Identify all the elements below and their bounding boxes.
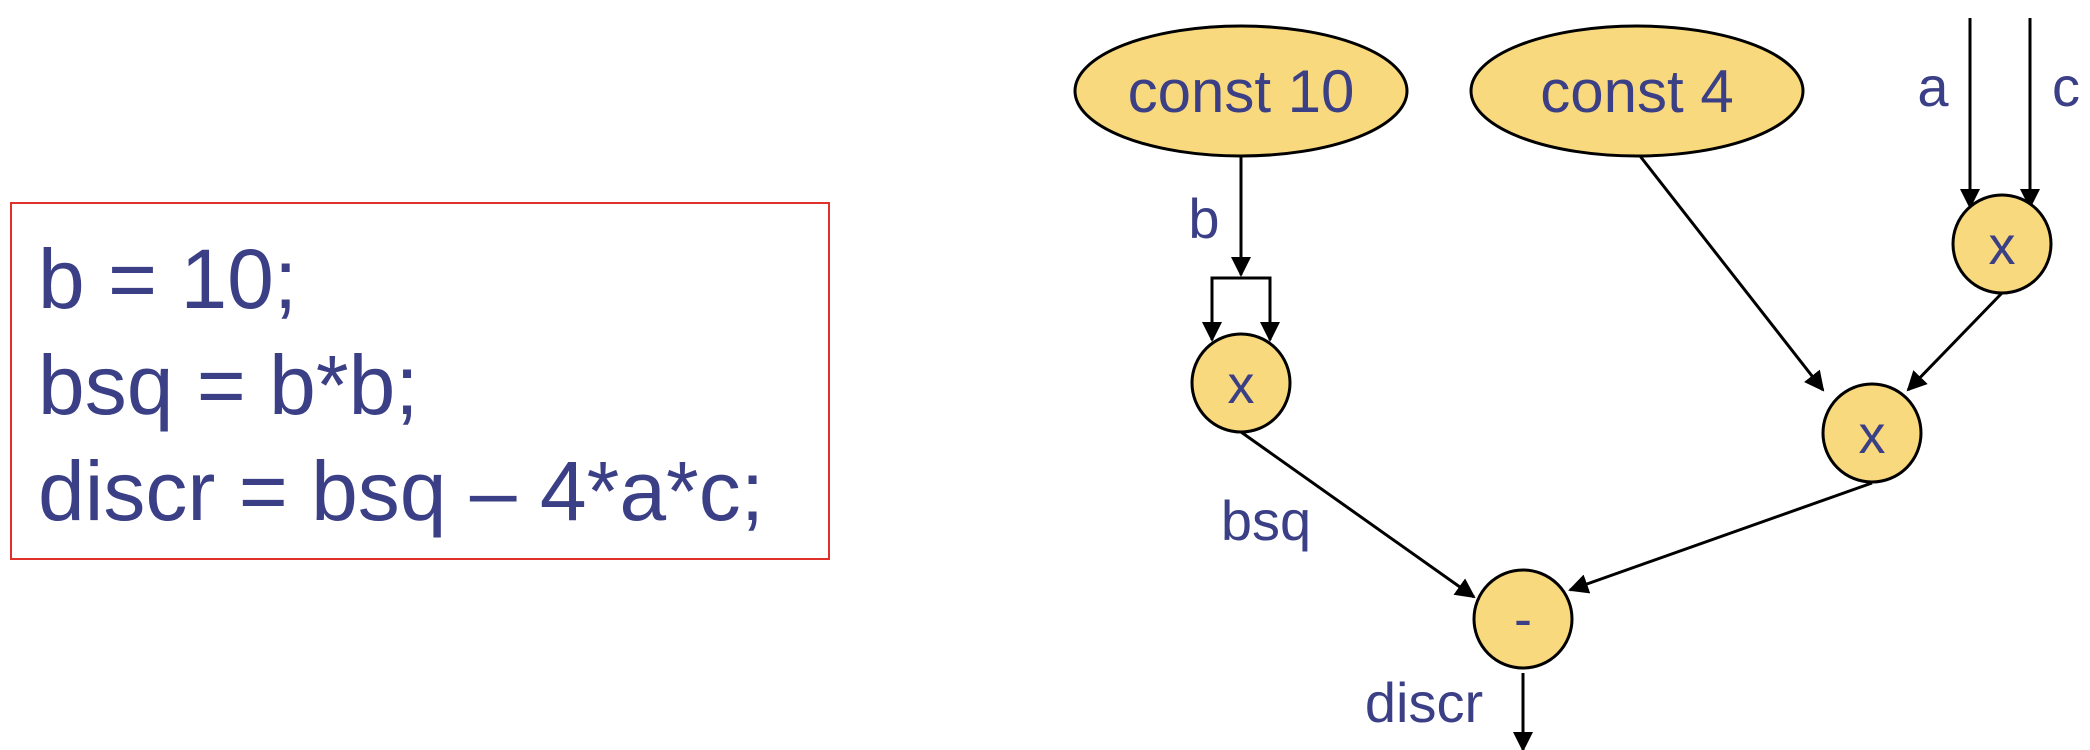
node-mul-4ac-label: x xyxy=(1859,405,1886,465)
edge-mul-ac-to-mul-4ac xyxy=(1906,291,2004,392)
code-box: b = 10; bsq = b*b; discr = bsq – 4*a*c; xyxy=(10,202,830,560)
node-const10 xyxy=(1073,24,1409,158)
edge-label-discr: discr xyxy=(1365,671,1483,734)
node-mul-4ac xyxy=(1821,382,1923,484)
node-const10-label: const 10 xyxy=(1128,58,1355,125)
node-const4-label: const 4 xyxy=(1540,58,1733,125)
edge-label-a: a xyxy=(1917,55,1949,118)
node-mul-ac xyxy=(1951,193,2053,295)
edge-mul-4ac-to-sub xyxy=(1568,481,1873,594)
code-line-2: bsq = b*b; xyxy=(38,338,419,432)
edge-b-fork-right xyxy=(1241,276,1280,342)
node-mul-bb-label: x xyxy=(1228,355,1255,415)
edge-b-fork-left xyxy=(1202,276,1270,342)
edge-const4-to-mul-4ac xyxy=(1638,155,1825,392)
node-mul-ac-label: x xyxy=(1989,216,2016,276)
edge-bsq-to-sub xyxy=(1240,430,1476,599)
node-sub-label: - xyxy=(1514,589,1532,649)
edge-label-b: b xyxy=(1188,187,1219,250)
node-const4 xyxy=(1469,24,1805,158)
node-mul-bb xyxy=(1190,332,1292,434)
node-sub xyxy=(1472,568,1574,670)
code-line-1: b = 10; xyxy=(38,232,298,326)
code-line-3: discr = bsq – 4*a*c; xyxy=(38,444,765,538)
edge-label-bsq: bsq xyxy=(1221,489,1311,552)
edge-label-c: c xyxy=(2052,55,2080,118)
